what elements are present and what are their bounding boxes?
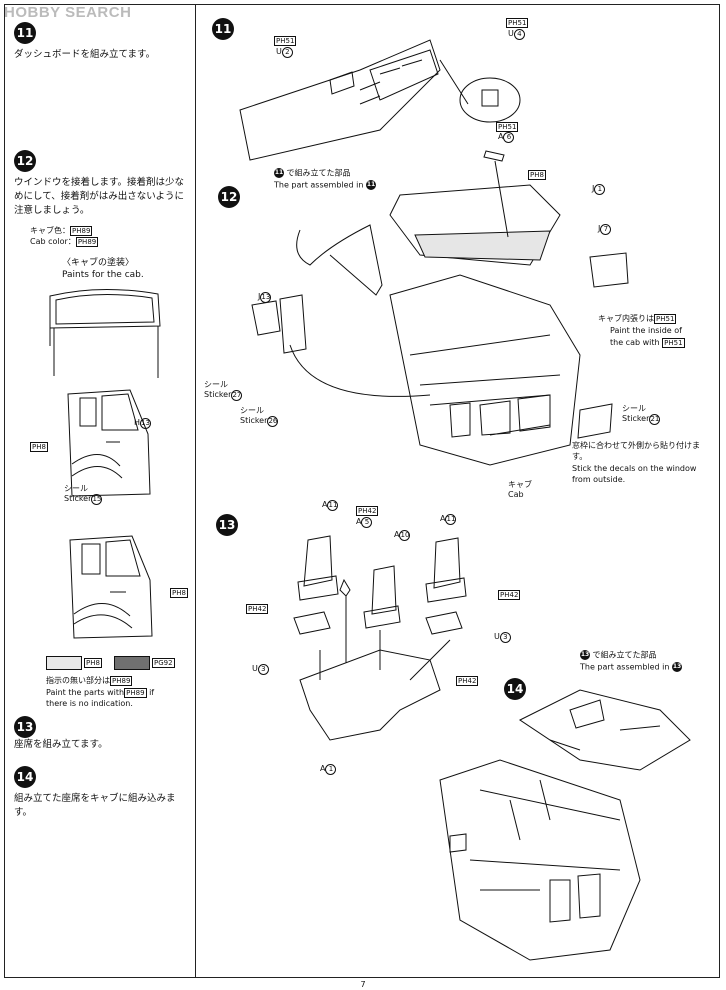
right-step-11-badge: 11 xyxy=(212,18,234,40)
label-ph51: PH51 xyxy=(496,122,519,132)
decal-note-en: Stick the decals on the window from outs… xyxy=(572,464,697,484)
watermark: HOBBY SEARCH xyxy=(4,4,131,21)
cab-side-drawing xyxy=(67,389,151,497)
assembled-11-en: The part assembled in 11 xyxy=(274,180,377,190)
page-number: 7 xyxy=(360,980,366,989)
label-ph8: PH8 xyxy=(528,170,546,180)
step-14-badge: 14 xyxy=(14,766,36,788)
label-ph8-a: PH8 xyxy=(30,442,48,452)
label-ph8-b: PH8 xyxy=(170,588,188,598)
label-ph42-c: PH42 xyxy=(456,676,479,686)
paints-title-en: Paints for the cab. xyxy=(62,270,144,280)
right-step-12-badge: 12 xyxy=(218,186,240,208)
seat-assembly-drawing xyxy=(293,535,467,741)
watermark-text: HOBBY SEARCH xyxy=(4,4,132,21)
seat-into-cab-drawing xyxy=(439,689,691,961)
paints-title-jp: 〈キャブの塗装〉 xyxy=(62,258,135,268)
label-ph42-a: PH42 xyxy=(246,604,269,614)
cab-side-drawing-2 xyxy=(69,535,153,639)
label-ph42: PH42 xyxy=(356,506,379,516)
dash-ph51: PH51 xyxy=(274,36,297,46)
swatch-light xyxy=(46,656,82,670)
assembled-13-en: The part assembled in 13 xyxy=(580,662,683,672)
label-h13: H13 xyxy=(134,418,152,429)
label-a11-a: A11 xyxy=(322,500,339,511)
page-frame xyxy=(4,4,720,978)
decal-note-jp: 窓枠に合わせて外側から貼り付けます。 xyxy=(572,441,700,461)
sticker-21-drawing xyxy=(577,403,613,439)
step-13-text: 座席を組み立てます。 xyxy=(14,739,108,750)
step-12-text: ウインドウを接着します。接着剤は少なめにして、接着剤がはみ出さないように注意しま… xyxy=(14,177,185,216)
step-14-text: 組み立てた座席をキャブに組み込みます。 xyxy=(14,793,176,818)
label-a11-b: A11 xyxy=(440,514,457,525)
right-step-13-badge: 13 xyxy=(216,514,238,536)
inside-paint-en-2: the cab with PH51 xyxy=(610,338,685,348)
step-13-badge: 13 xyxy=(14,716,36,738)
label-a10: A10 xyxy=(394,530,411,541)
note-en-2: there is no indication. xyxy=(46,699,133,708)
column-divider xyxy=(195,4,196,978)
cab-roof-drawing xyxy=(49,288,161,378)
wheel-ph51: PH51 xyxy=(506,18,529,28)
assembled-11-jp: 11 で組み立てた部品 xyxy=(274,168,351,178)
step-11-text: ダッシュボードを組み立てます。 xyxy=(14,49,156,60)
swatch-dark-label: PG92 xyxy=(152,658,175,668)
swatch-dark xyxy=(114,656,150,670)
assembled-13-jp: 13 で組み立てた部品 xyxy=(580,650,657,660)
dashboard-drawing xyxy=(239,39,521,161)
cab-color-en: Cab color：PH89 xyxy=(30,237,99,247)
step-12-badge: 12 xyxy=(14,150,36,172)
cab-assembly-drawing xyxy=(251,150,629,466)
step-11-badge: 11 xyxy=(14,22,36,44)
label-ph42-b: PH42 xyxy=(498,590,521,600)
inside-paint-en: Paint the inside of xyxy=(610,326,682,335)
right-step-14-badge: 14 xyxy=(504,678,526,700)
swatch-light-label: PH8 xyxy=(84,658,102,668)
cab-color-jp: キャブ色：PH89 xyxy=(30,226,93,236)
